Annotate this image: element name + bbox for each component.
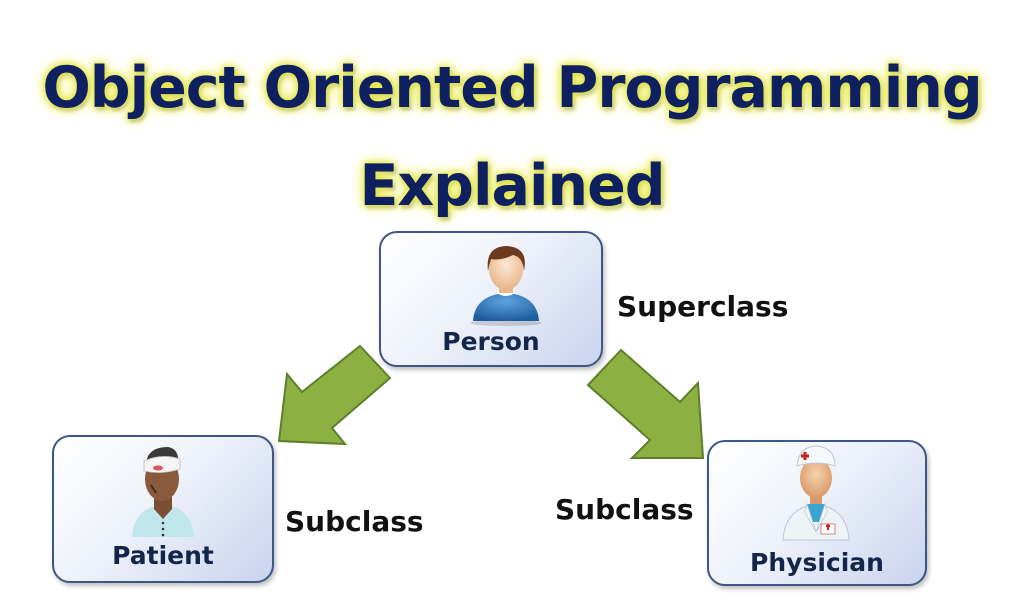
node-physician[interactable]: Physician bbox=[707, 440, 927, 586]
node-person[interactable]: Person bbox=[379, 231, 603, 367]
node-label-patient: Patient bbox=[112, 541, 214, 570]
arrow-to-physician-icon bbox=[586, 348, 705, 459]
title-line-2: Explained bbox=[359, 153, 665, 219]
node-patient[interactable]: Patient bbox=[52, 435, 274, 583]
arrow-to-patient-icon bbox=[277, 344, 392, 446]
title-line-1: Object Oriented Programming bbox=[42, 55, 982, 121]
subclass-label-right: Subclass bbox=[555, 493, 694, 526]
superclass-label: Superclass bbox=[617, 290, 789, 323]
node-label-person: Person bbox=[442, 327, 540, 356]
node-label-physician: Physician bbox=[750, 548, 884, 577]
person-icon bbox=[470, 246, 542, 326]
subclass-label-left: Subclass bbox=[285, 505, 424, 538]
patient-icon bbox=[132, 447, 194, 537]
physician-icon bbox=[782, 445, 850, 541]
